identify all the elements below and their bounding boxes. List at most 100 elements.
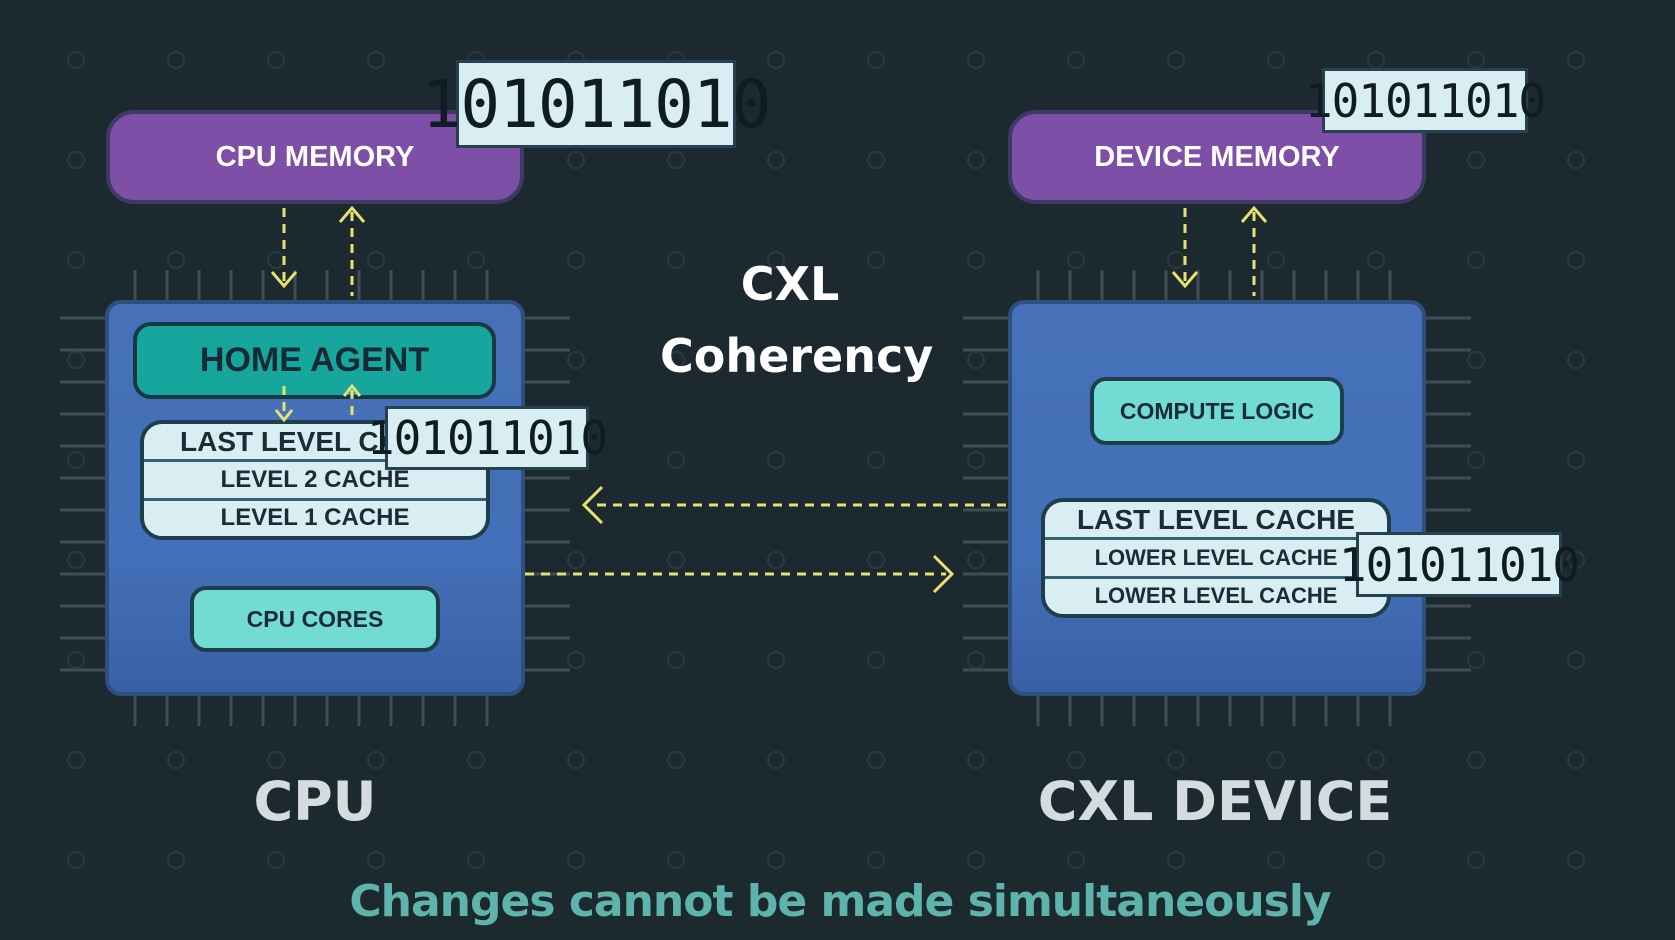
grid-dot [1567,551,1585,569]
grid-dot [767,751,785,769]
grid-dot [767,351,785,369]
grid-dot [367,51,385,69]
grid-dot [1467,451,1485,469]
cpu-memory-bits: 101011010 [422,60,771,148]
grid-dot [1367,851,1385,869]
grid-dot [1567,151,1585,169]
grid-dot [167,751,185,769]
cxl-coherency-line-2: Coherency [660,329,934,383]
device-last-level-cache: LAST LEVEL CACHE [1045,502,1387,537]
grid-dot [1167,51,1185,69]
cpu-level-2-cache: LEVEL 2 CACHE [144,459,486,497]
cxl-coherency-line-1: CXL [740,257,840,311]
grid-dot [767,151,785,169]
grid-dot [867,751,885,769]
cpu-cores-block: CPU CORES [190,586,440,652]
grid-dot [367,851,385,869]
grid-dot [667,651,685,669]
grid-dot [567,851,585,869]
grid-dot [367,751,385,769]
grid-dot [767,251,785,269]
grid-dot [767,51,785,69]
grid-dot [1567,651,1585,669]
grid-dot [567,151,585,169]
grid-dot [967,451,985,469]
grid-dot [667,851,685,869]
grid-dot [1367,251,1385,269]
cpu-cores-label: CPU CORES [246,605,384,632]
cpu-title: CPU [253,770,377,833]
grid-dot [467,251,485,269]
cpu-cache-label: LEVEL 2 CACHE [220,465,410,493]
grid-dot [1167,251,1185,269]
grid-dot [967,151,985,169]
device-memory-label: DEVICE MEMORY [1094,140,1340,173]
compute-logic-label: COMPUTE LOGIC [1119,397,1315,424]
grid-dot [467,851,485,869]
grid-dot [1367,751,1385,769]
grid-dot [867,451,885,469]
grid-dot [767,651,785,669]
grid-dot [1067,51,1085,69]
grid-dot [867,351,885,369]
grid-dot [967,551,985,569]
grid-dot [1567,451,1585,469]
grid-dot [867,851,885,869]
grid-dot [767,451,785,469]
grid-dot [667,751,685,769]
grid-dot [767,851,785,869]
grid-dot [667,251,685,269]
grid-dot [1567,351,1585,369]
grid-dot [867,651,885,669]
grid-dot [67,451,85,469]
device-cache-label: LOWER LEVEL CACHE [1094,583,1338,609]
grid-dot [967,251,985,269]
home-agent-label: HOME AGENT [199,341,430,379]
grid-dot [567,751,585,769]
device-memory-bits: 101011010 [1305,68,1546,133]
grid-dot [1167,751,1185,769]
grid-dot [267,51,285,69]
grid-dot [1467,751,1485,769]
grid-dot [1067,251,1085,269]
cpu-cache-bits: 101011010 [367,406,608,470]
grid-dot [67,851,85,869]
cpu-memory-label: CPU MEMORY [215,140,415,173]
grid-dot [567,551,585,569]
grid-dot [1367,51,1385,69]
grid-dot [1567,251,1585,269]
grid-dot [367,251,385,269]
grid-dot [867,51,885,69]
device-cache-label: LOWER LEVEL CACHE [1094,544,1338,570]
grid-dot [1567,751,1585,769]
grid-dot [567,351,585,369]
grid-dot [1267,51,1285,69]
device-cache-label: LAST LEVEL CACHE [1077,503,1355,535]
grid-dot [1467,51,1485,69]
grid-dot [967,851,985,869]
grid-dot [767,551,785,569]
grid-dot [867,151,885,169]
grid-dot [667,451,685,469]
cpu-cache-label: LAST LEVEL CA [180,425,399,457]
grid-dot [1467,851,1485,869]
grid-dot [967,651,985,669]
grid-dot [1567,851,1585,869]
grid-dot [67,51,85,69]
grid-dot [1467,251,1485,269]
grid-dot [267,851,285,869]
grid-dot [967,51,985,69]
grid-dot [1467,151,1485,169]
grid-dot [1167,851,1185,869]
grid-dot [667,151,685,169]
grid-dot [267,251,285,269]
grid-dot [167,851,185,869]
device-lower-level-cache: LOWER LEVEL CACHE [1045,537,1387,575]
grid-dot [1067,751,1085,769]
grid-dot [67,751,85,769]
grid-dot [1267,751,1285,769]
grid-dot [67,551,85,569]
grid-dot [167,251,185,269]
grid-dot [867,251,885,269]
grid-dot [667,551,685,569]
